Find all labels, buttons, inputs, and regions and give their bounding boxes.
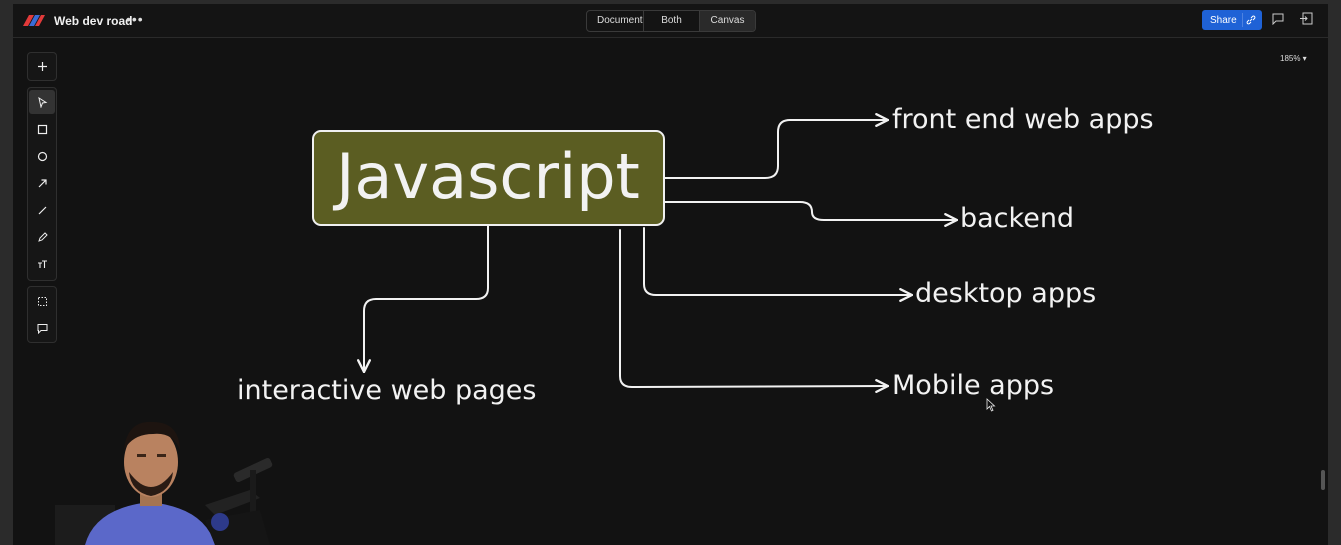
tab-document[interactable]: Document (587, 11, 644, 31)
add-button[interactable] (29, 54, 55, 78)
left-gutter (0, 0, 13, 545)
share-divider (1242, 13, 1243, 27)
label-desktop-apps: desktop apps (915, 278, 1096, 309)
share-label: Share (1210, 14, 1237, 26)
comment-icon[interactable] (1272, 13, 1284, 25)
view-switch: Document Both Canvas (586, 10, 756, 32)
circle-icon (37, 151, 47, 161)
label-interactive-web-pages: interactive web pages (237, 375, 536, 406)
top-strip (0, 0, 1341, 4)
shape-toolbar (27, 87, 57, 281)
presenter-webcam-image (55, 421, 273, 545)
line-icon (38, 206, 46, 214)
frame-icon (37, 296, 47, 306)
add-toolbar (27, 52, 57, 81)
plus-icon (37, 61, 47, 71)
more-options-icon[interactable]: ••• (126, 11, 144, 27)
rectangle-tool[interactable] (29, 117, 55, 141)
canvas-scrollbar[interactable] (1321, 470, 1325, 490)
connector-desktop (643, 227, 912, 295)
comment-icon (37, 323, 47, 334)
label-backend: backend (960, 203, 1074, 234)
text-icon (37, 259, 47, 268)
connector-backend (664, 201, 957, 220)
select-tool[interactable] (29, 90, 55, 114)
text-tool[interactable] (29, 252, 55, 276)
comment-tool[interactable] (29, 316, 55, 340)
javascript-node-label: Javascript (332, 140, 640, 213)
mouse-cursor-icon (986, 398, 996, 412)
connector-mobile (619, 229, 888, 387)
export-icon[interactable] (1300, 12, 1313, 25)
frame-tool[interactable] (29, 289, 55, 313)
pencil-icon (37, 231, 48, 242)
top-bar: Web dev road ••• Document Both Canvas Sh… (13, 4, 1328, 38)
line-tool[interactable] (29, 198, 55, 222)
link-icon[interactable] (1246, 15, 1256, 25)
extra-toolbar (27, 286, 57, 343)
square-icon (37, 124, 47, 134)
ellipse-tool[interactable] (29, 144, 55, 168)
share-button[interactable]: Share (1202, 10, 1262, 30)
arrow-icon (38, 178, 47, 187)
app-logo-icon (23, 15, 45, 26)
connector-interactive (364, 225, 489, 372)
pointer-icon (37, 96, 47, 108)
label-front-end-web-apps: front end web apps (892, 104, 1154, 135)
draw-tool[interactable] (29, 225, 55, 249)
right-gutter (1328, 0, 1341, 545)
label-mobile-apps: Mobile apps (892, 370, 1054, 401)
arrow-tool[interactable] (29, 171, 55, 195)
connector-front-end (664, 120, 888, 179)
tab-canvas[interactable]: Canvas (700, 11, 755, 31)
zoom-control[interactable]: 185% ▾ (1280, 54, 1307, 63)
file-title[interactable]: Web dev road (54, 14, 133, 28)
tab-both[interactable]: Both (644, 11, 700, 31)
